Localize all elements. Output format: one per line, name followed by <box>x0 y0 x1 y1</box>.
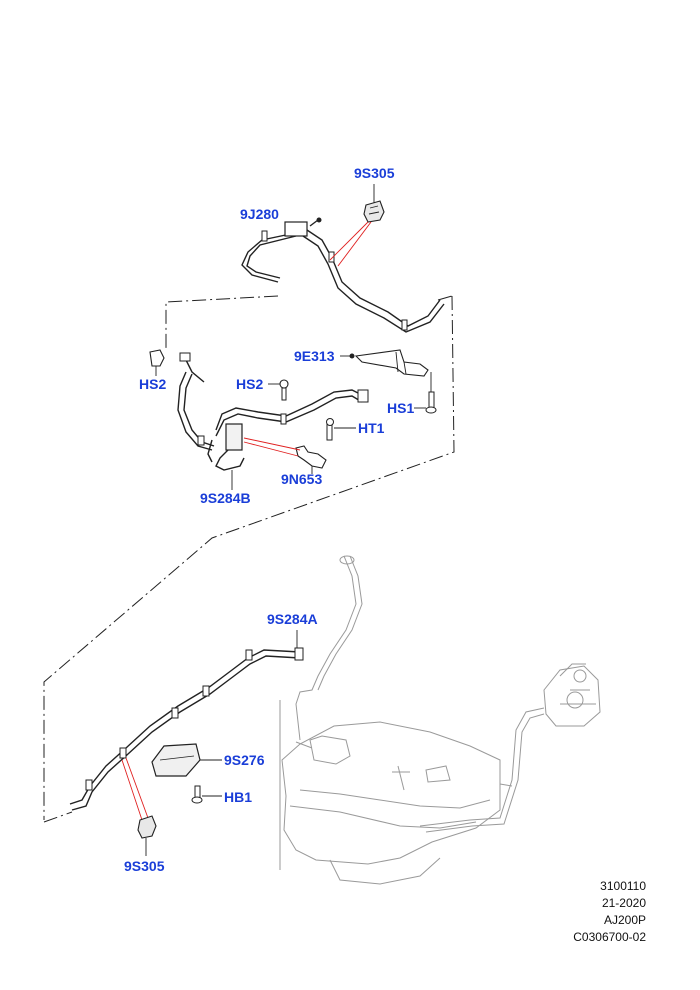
bracket-9N653 <box>243 437 327 474</box>
label-HS2-left: HS2 <box>139 376 166 392</box>
label-HT1: HT1 <box>358 420 385 436</box>
hose-assembly-middle <box>177 352 369 471</box>
label-9S284B: 9S284B <box>200 490 251 506</box>
canister-9S276 <box>151 743 222 777</box>
hose-assembly-lower <box>69 649 301 821</box>
stud-HT1 <box>326 418 356 441</box>
label-HS2-mid: HS2 <box>236 376 263 392</box>
clip-9S305-bottom <box>137 815 157 856</box>
bracket-9E313 <box>340 349 429 377</box>
assembly-boundary-lines <box>43 295 455 823</box>
reference-line-3: AJ200P <box>603 913 646 927</box>
clip-HS2-left <box>149 349 165 376</box>
reference-line-1: 3100110 <box>600 879 646 893</box>
connector-9S284A <box>294 630 304 661</box>
label-HB1: HB1 <box>224 789 252 805</box>
label-HS1: HS1 <box>387 400 414 416</box>
screw-HS2-mid <box>268 379 289 401</box>
label-9S305-bottom: 9S305 <box>124 858 165 874</box>
reference-line-4: C0306700-02 <box>573 930 646 944</box>
reference-block: 3100110 21-2020 AJ200P C0306700-02 <box>506 878 646 946</box>
reference-line-2: 21-2020 <box>601 896 646 910</box>
label-9N653: 9N653 <box>281 471 322 487</box>
fuel-tank-ghost <box>279 555 601 885</box>
hose-assembly-9J280 <box>241 217 445 333</box>
bolt-HB1 <box>191 785 222 804</box>
label-9E313: 9E313 <box>294 348 335 364</box>
label-9S284A: 9S284A <box>267 611 318 627</box>
label-9S305-top: 9S305 <box>354 165 395 181</box>
label-9S276: 9S276 <box>224 752 265 768</box>
label-9J280: 9J280 <box>240 206 279 222</box>
clip-9S305-top <box>329 184 385 267</box>
bolt-HS1 <box>414 372 437 414</box>
